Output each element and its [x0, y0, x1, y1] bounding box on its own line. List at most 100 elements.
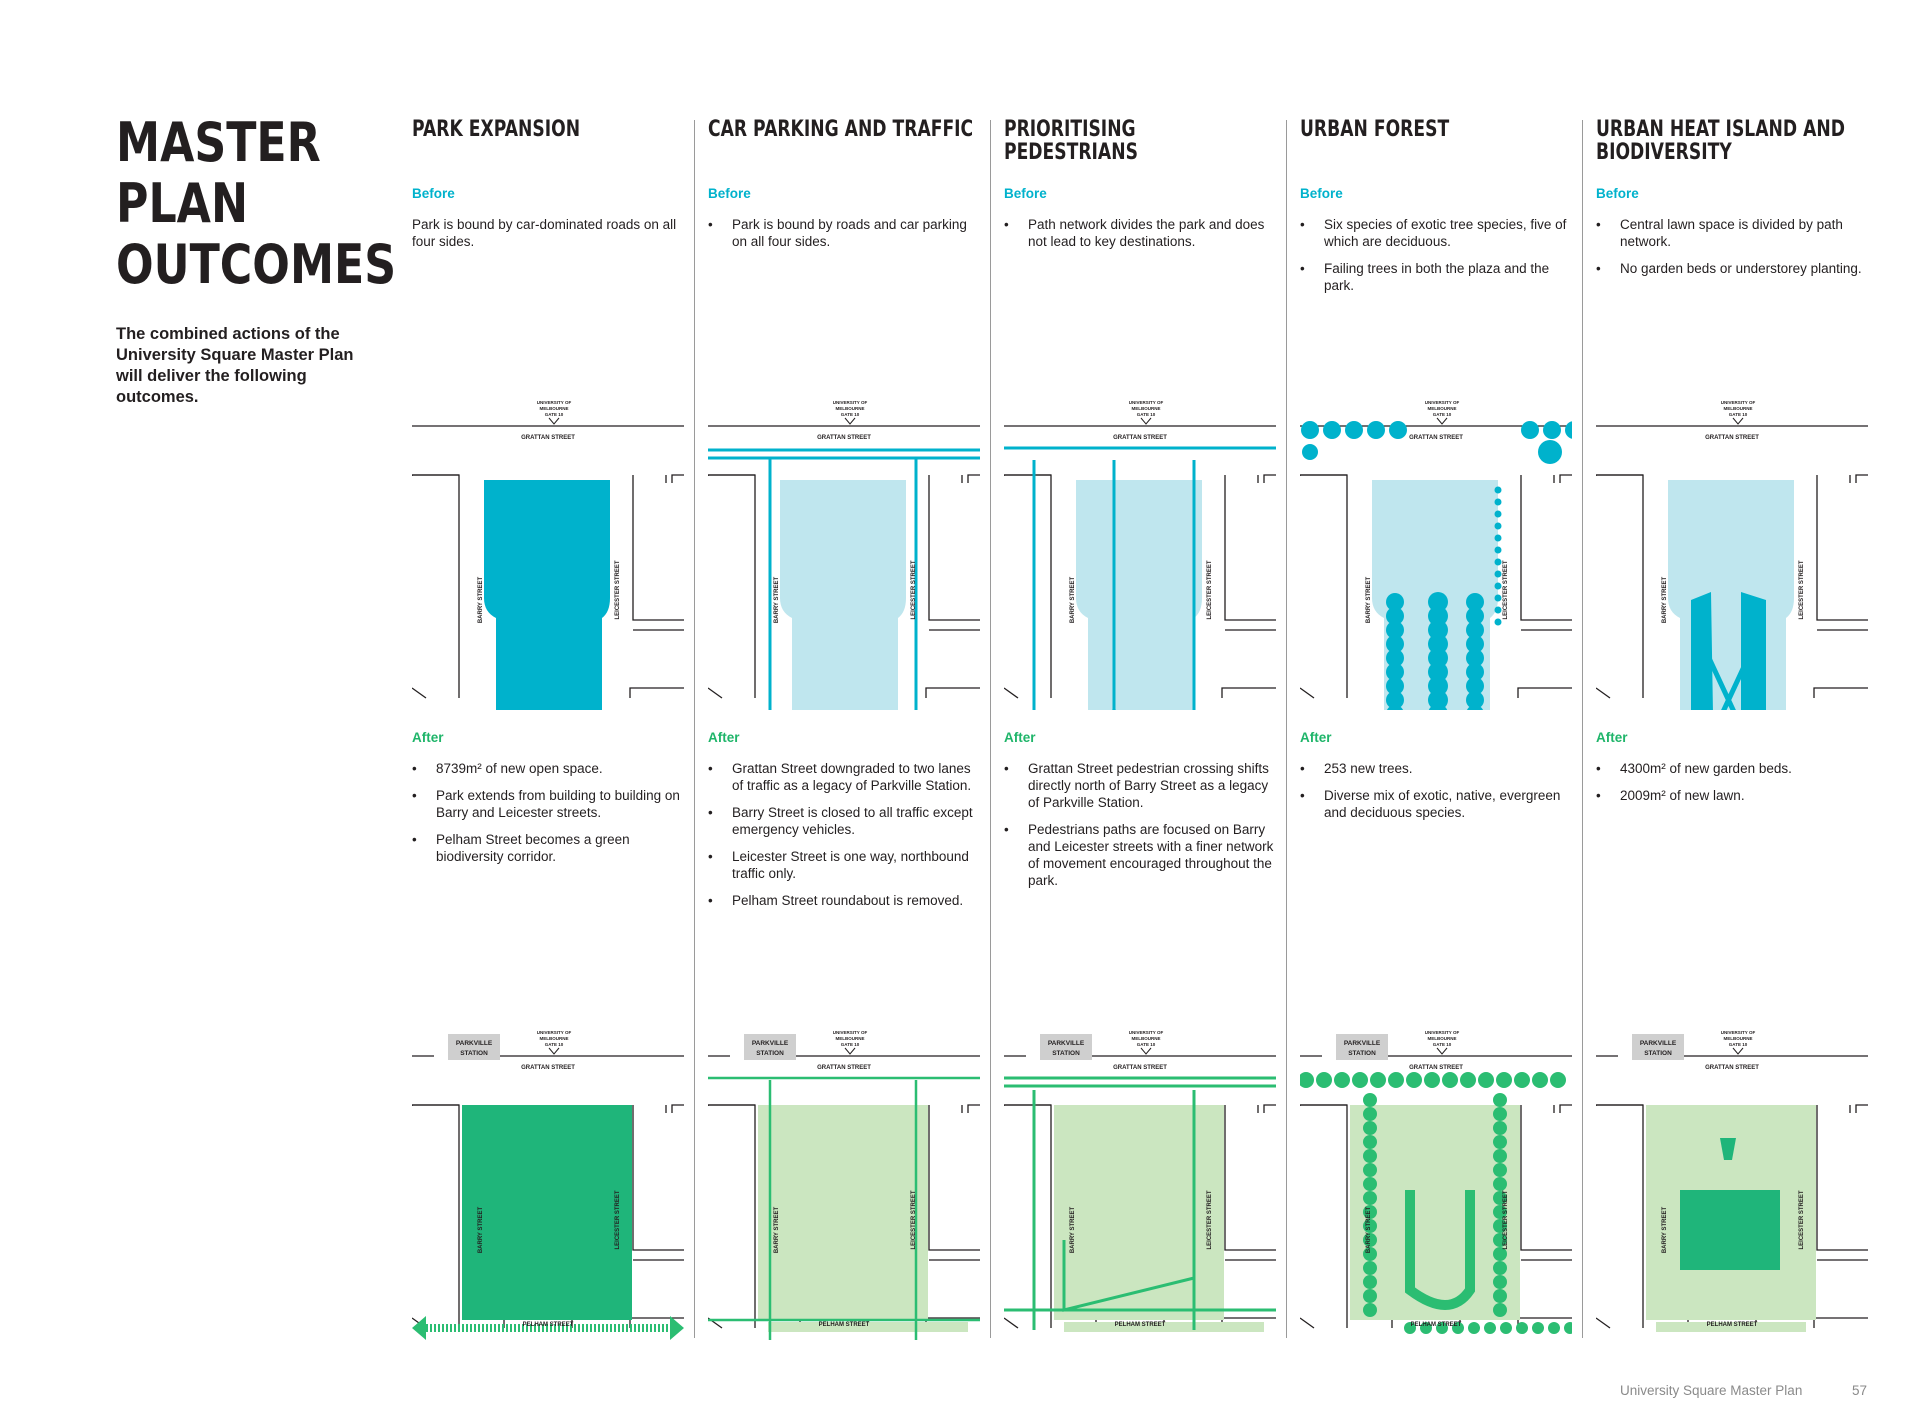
- gate-label: UNIVERSITY OF: [1721, 1030, 1756, 1035]
- pelham-street-label: PELHAM STREET: [523, 1322, 574, 1328]
- leicester-street-label: LEICESTER STREET: [1799, 1190, 1805, 1249]
- column-divider: [694, 120, 695, 1338]
- leicester-street-label: LEICESTER STREET: [911, 560, 917, 619]
- after-list-item: Pedestrians paths are focused on Barry a…: [1004, 821, 1274, 889]
- station-label: PARKVILLE: [456, 1040, 493, 1047]
- after-label: After: [1596, 730, 1628, 745]
- barry-street-label: BARRY STREET: [1662, 576, 1668, 623]
- gate-label: UNIVERSITY OF: [1129, 1030, 1164, 1035]
- before-list-item: Path network divides the park and does n…: [1004, 216, 1274, 250]
- outcome-column: PRIORITISING PEDESTRIANSBeforePath netwo…: [1003, 117, 1276, 1332]
- after-list-item: 4300m² of new garden beds.: [1596, 760, 1866, 777]
- barry-street-label: BARRY STREET: [1366, 576, 1372, 623]
- before-list-item: Six species of exotic tree species, five…: [1300, 216, 1570, 250]
- gate-label: UNIVERSITY OF: [537, 400, 572, 405]
- gate-label: MELBOURNE: [1428, 406, 1457, 411]
- column-divider: [1582, 120, 1583, 1338]
- leicester-street-label: LEICESTER STREET: [1503, 560, 1509, 619]
- footer-title: University Square Master Plan: [1620, 1383, 1803, 1398]
- gate-label: MELBOURNE: [1724, 1036, 1753, 1041]
- grattan-street-label: GRATTAN STREET: [1705, 435, 1759, 441]
- before-text: Park is bound by car-dominated roads on …: [412, 216, 682, 250]
- gate-label: GATE 10: [545, 1042, 564, 1047]
- barry-street-label: BARRY STREET: [774, 576, 780, 623]
- before-list-item: Failing trees in both the plaza and the …: [1300, 260, 1570, 294]
- gate-label: MELBOURNE: [836, 406, 865, 411]
- grattan-street-label: GRATTAN STREET: [1113, 435, 1167, 441]
- column-title: PARK EXPANSION: [412, 117, 581, 142]
- after-list-item: Park extends from building to building o…: [412, 787, 682, 821]
- gate-label: MELBOURNE: [1428, 1036, 1457, 1041]
- after-list-item: Grattan Street downgraded to two lanes o…: [708, 760, 978, 794]
- gate-label: MELBOURNE: [1132, 406, 1161, 411]
- after-list-item: Grattan Street pedestrian crossing shift…: [1004, 760, 1274, 811]
- gate-label: MELBOURNE: [1132, 1036, 1161, 1041]
- pelham-street-label: PELHAM STREET: [1411, 1322, 1462, 1328]
- outcome-column: URBAN FORESTBeforeSix species of exotic …: [1298, 117, 1583, 1334]
- after-list-item: Barry Street is closed to all traffic ex…: [708, 804, 978, 838]
- page-number: 57: [1852, 1383, 1868, 1398]
- station-label: STATION: [460, 1050, 488, 1057]
- before-list-item: Central lawn space is divided by path ne…: [1596, 216, 1866, 250]
- after-list-item: Diverse mix of exotic, native, evergreen…: [1300, 787, 1570, 821]
- after-list-item: Pelham Street becomes a green biodiversi…: [412, 831, 682, 865]
- gate-label: MELBOURNE: [540, 406, 569, 411]
- before-text: Path network divides the park and does n…: [1004, 216, 1274, 260]
- after-list-item: Pelham Street roundabout is removed.: [708, 892, 978, 909]
- intro-text: The combined actions of the University S…: [116, 325, 354, 406]
- after-list-item: 2009m² of new lawn.: [1596, 787, 1866, 804]
- pelham-street-label: PELHAM STREET: [1115, 1322, 1166, 1328]
- gate-label: MELBOURNE: [836, 1036, 865, 1041]
- station-label: STATION: [1644, 1050, 1672, 1057]
- after-label: After: [1300, 730, 1332, 745]
- before-paragraph: Park is bound by car-dominated roads on …: [412, 217, 677, 249]
- column-title: URBAN FOREST: [1300, 117, 1450, 142]
- after-list-item: 253 new trees.: [1300, 760, 1570, 777]
- after-label: After: [1004, 730, 1036, 745]
- before-text: Central lawn space is divided by path ne…: [1596, 216, 1866, 287]
- grattan-street-label: GRATTAN STREET: [1409, 1065, 1463, 1071]
- gate-label: UNIVERSITY OF: [537, 1030, 572, 1035]
- after-text: Grattan Street downgraded to two lanes o…: [708, 760, 978, 919]
- barry-street-label: BARRY STREET: [478, 1206, 484, 1253]
- before-text: Park is bound by roads and car parking o…: [708, 216, 978, 260]
- leicester-street-label: LEICESTER STREET: [1207, 1190, 1213, 1249]
- gate-label: GATE 10: [545, 412, 564, 417]
- pelham-street-label: PELHAM STREET: [819, 1322, 870, 1328]
- leicester-street-label: LEICESTER STREET: [1503, 1190, 1509, 1249]
- station-label: STATION: [756, 1050, 784, 1057]
- gate-label: GATE 10: [1729, 1042, 1748, 1047]
- column-title: PRIORITISING PEDESTRIANS: [1004, 117, 1138, 165]
- after-label: After: [412, 730, 444, 745]
- grattan-street-label: GRATTAN STREET: [521, 1065, 575, 1071]
- column-title: URBAN HEAT ISLAND AND BIODIVERSITY: [1596, 117, 1845, 165]
- station-label: PARKVILLE: [1640, 1040, 1677, 1047]
- station-label: PARKVILLE: [1048, 1040, 1085, 1047]
- leicester-street-label: LEICESTER STREET: [1207, 560, 1213, 619]
- after-site-plan-drawing: PARKVILLE STATION UNIVERSITY OFMELBOURNEGA…: [1595, 1030, 1868, 1332]
- grattan-street-label: GRATTAN STREET: [1409, 435, 1463, 441]
- after-list-item: Leicester Street is one way, northbound …: [708, 848, 978, 882]
- gate-label: UNIVERSITY OF: [833, 400, 868, 405]
- gate-label: UNIVERSITY OF: [1129, 400, 1164, 405]
- outcome-column: CAR PARKING AND TRAFFICBeforePark is bou…: [707, 118, 980, 1340]
- column-divider: [990, 120, 991, 1338]
- gate-label: UNIVERSITY OF: [1721, 400, 1756, 405]
- before-list-item: No garden beds or understorey planting.: [1596, 260, 1866, 277]
- after-text: 4300m² of new garden beds. 2009m² of new …: [1596, 760, 1866, 814]
